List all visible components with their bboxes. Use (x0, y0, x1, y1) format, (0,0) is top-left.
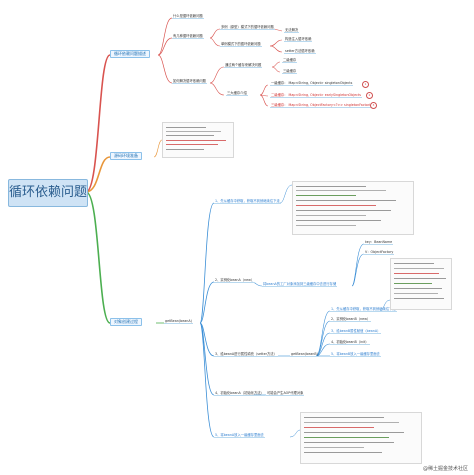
node-b-step1[interactable]: 1、先从缓存中获取，获取不到就继续往下走 (330, 307, 397, 312)
node-what-is-cycle[interactable]: 什么是循环依赖问题 (172, 14, 204, 19)
badge-1: 1 (362, 81, 369, 88)
node-setter-cycle[interactable]: setter方法循环依赖 (284, 49, 316, 54)
node-key-beanname[interactable]: key：BeanName (364, 240, 394, 245)
code-screenshot-addsingleton (300, 412, 422, 464)
node-cannot-solve[interactable]: 无法解决 (284, 28, 300, 33)
node-value-objectfactory[interactable]: V：ObjectFactory (364, 250, 395, 255)
node-step5-first-cache[interactable]: 5、将beanA放入一级缓存里面去 (214, 433, 265, 438)
watermark: @稀土掘金技术社区 (422, 466, 468, 472)
node-getbean-a[interactable]: getBean(beanA) (164, 319, 193, 324)
branch-object-creation[interactable]: 对象创建过程 (110, 318, 142, 326)
node-getbean-b[interactable]: getBean(beanB) (290, 352, 319, 357)
node-step2-instantiate[interactable]: 2、实例化beanA（new） (214, 278, 256, 283)
node-constructor-injection[interactable]: 构造注入循环依赖 (284, 37, 313, 42)
branch-cycle-description[interactable]: 循环依赖问题描述 (110, 50, 150, 58)
node-first-level-cache[interactable]: 一级缓存： Map<String, Object> singletonObjec… (270, 81, 354, 86)
node-third-level-cache[interactable]: 三级缓存： Map<String, ObjectFactory<?>> sing… (270, 103, 375, 108)
node-step1-cache[interactable]: 1、先从缓存中获取，获取不到就继续往下走 (214, 199, 281, 204)
node-third-cache[interactable]: 三级缓存 (282, 69, 298, 74)
badge-2: 2 (366, 92, 373, 99)
root-node[interactable]: 循环依赖问题 (8, 179, 88, 207)
node-second-cache[interactable]: 二级缓存 (282, 58, 298, 63)
branch-source-setup[interactable]: 源码环境准备 (110, 152, 142, 160)
code-screenshot-addsingletonfactory (390, 258, 452, 310)
node-singleton-cycle[interactable]: 单例模式下的循环依赖问题 (220, 42, 262, 47)
node-add-third-cache[interactable]: 将beanA的工厂对象添加到三级缓存中去进行存储 (262, 282, 338, 287)
badge-3: 3 (370, 102, 377, 109)
code-screenshot-setup (162, 122, 234, 158)
node-three-caches-intro[interactable]: 三大缓存介绍 (226, 91, 248, 96)
node-cycle-types[interactable]: 有几种循环依赖问题 (172, 34, 204, 39)
node-two-caches[interactable]: 通过两个缓存来解决问题 (224, 63, 263, 68)
node-how-to-solve[interactable]: 如何解决循环依赖问题 (172, 79, 207, 84)
node-step4-init[interactable]: 4、初始化beanA（初始化方法） (214, 391, 265, 396)
code-screenshot-getsingleton (292, 181, 414, 235)
node-b-step3[interactable]: 3、给beanB属性赋值（beanA） (330, 329, 382, 334)
node-b-step4[interactable]: 4、初始化beanB（init） (330, 340, 370, 345)
node-second-level-cache[interactable]: 二级缓存： Map<String, Object> earlySingleton… (270, 93, 362, 98)
node-aop-proxy[interactable]: 可能会产生AOP代理对象 (266, 391, 305, 396)
node-b-step2[interactable]: 2、实例化beanB（new） (330, 317, 372, 322)
node-prototype-cycle[interactable]: 多例（原型）模式下的循环依赖问题 (220, 25, 275, 30)
node-b-step5[interactable]: 5、将beanB放入一级缓存里面去 (330, 352, 381, 357)
node-step3-populate[interactable]: 3、给beanA进行属性填充（setter方法） (214, 352, 278, 357)
